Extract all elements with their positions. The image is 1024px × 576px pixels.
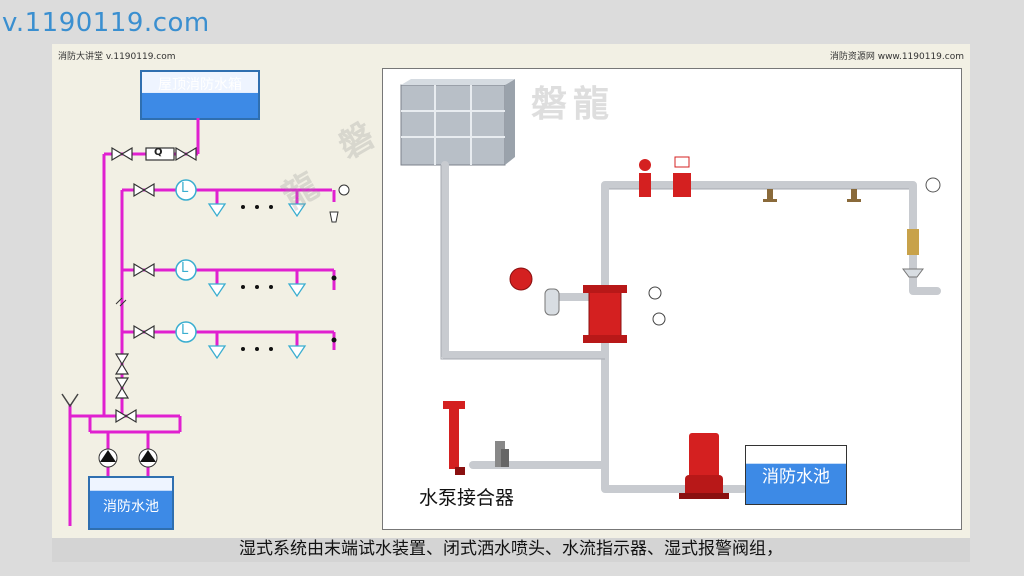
brand-watermark: 磐龍 — [531, 83, 616, 125]
slide: 消防大讲堂 v.1190119.com 消防资源网 www.1190119.co… — [52, 44, 970, 562]
pipe-network — [400, 79, 941, 499]
end-test-gauge — [925, 177, 941, 193]
signal-valve — [639, 173, 651, 197]
flow-indicator-letter-3: L — [181, 323, 189, 338]
pool-text-left: 消防水池 — [103, 499, 159, 515]
header-left: 消防大讲堂 v.1190119.com — [58, 52, 176, 62]
pool-label-left: 消防水池 — [88, 476, 174, 530]
flow-indicator-letter-2: L — [181, 261, 189, 276]
flow-meter-box — [145, 147, 175, 161]
header-right: 消防资源网 www.1190119.com — [829, 52, 964, 62]
retard-chamber — [544, 288, 560, 316]
left-schematic — [61, 118, 350, 526]
alarm-bell — [509, 267, 533, 291]
site-watermark: v.1190119.com — [2, 8, 210, 38]
flow-meter-letter: Q — [154, 147, 163, 158]
roof-tank-label: 屋顶消防水箱 — [140, 70, 260, 120]
sprinkler-heads — [763, 189, 861, 202]
caption: 湿式系统由末端试水装置、闭式洒水喷头、水流指示器、湿式报警阀组， — [52, 538, 970, 562]
pump-connector — [443, 401, 509, 475]
flow-indicator — [673, 173, 691, 197]
pool-label-right: 消防水池 — [745, 445, 847, 505]
alarm-valve — [583, 285, 666, 343]
steel-tank — [400, 79, 515, 166]
system-illustration-panel: 磐龍 — [382, 68, 962, 530]
fire-pump — [679, 433, 729, 499]
roof-tank-text: 屋顶消防水箱 — [158, 77, 242, 93]
flow-indicator-letter-1: L — [181, 181, 189, 196]
pool-text-right: 消防水池 — [762, 467, 830, 487]
pump-connector-label: 水泵接合器 — [419, 487, 515, 509]
